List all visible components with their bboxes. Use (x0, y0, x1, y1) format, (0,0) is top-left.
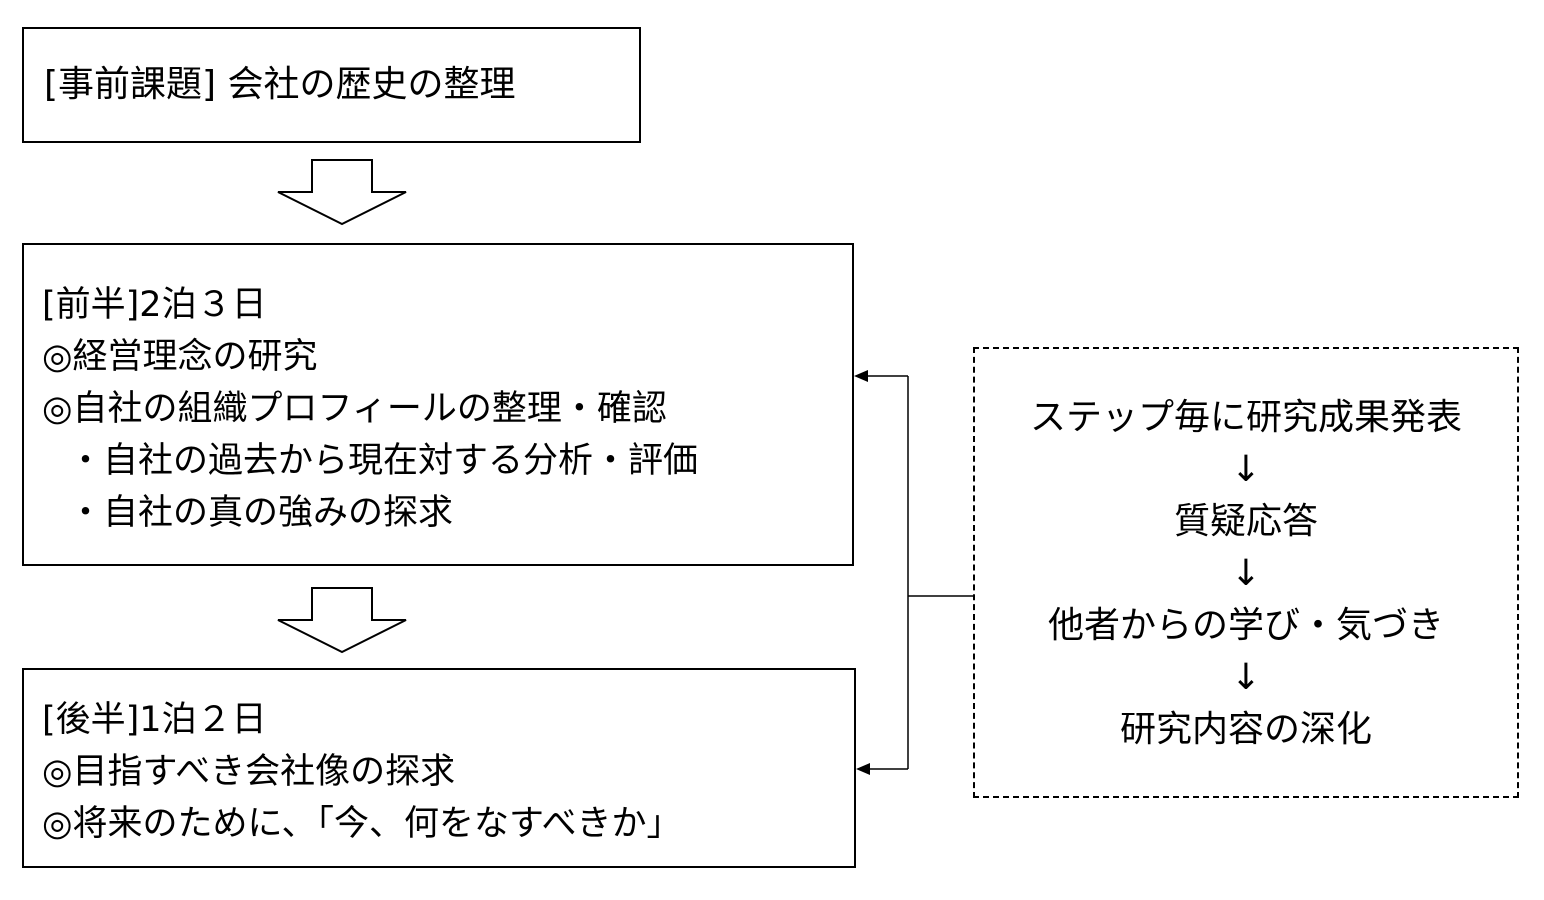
first-half-box: [前半]2泊３日 ◎経営理念の研究 ◎自社の組織プロフィールの整理・確認 ・自社… (22, 243, 854, 566)
second-half-box: [後半]1泊２日 ◎目指すべき会社像の探求 ◎将来のために、「今、何をなすべきか… (22, 668, 856, 868)
cycle-step-deepening: 研究内容の深化 (1119, 709, 1372, 750)
first-half-item: ◎経営理念の研究 (42, 337, 318, 377)
cycle-step-qa: 質疑応答 (1173, 501, 1318, 542)
cycle-step-learning: 他者からの学び・気づき (1047, 605, 1444, 646)
first-half-heading: [前半]2泊３日 (42, 285, 267, 325)
first-half-subitem: ・自社の過去から現在対する分析・評価 (68, 441, 699, 481)
first-half-item: ◎自社の組織プロフィールの整理・確認 (42, 389, 667, 429)
block-down-arrow-icon (277, 159, 407, 226)
second-half-item: ◎目指すべき会社像の探求 (42, 752, 456, 792)
cycle-step-presentation: ステップ毎に研究成果発表 (1029, 397, 1462, 438)
cycle-down-arrow-icon: ↓ (1230, 553, 1262, 594)
arrowhead-left-icon (854, 370, 868, 382)
prework-title: [事前課題] 会社の歴史の整理 (44, 64, 516, 105)
block-down-arrow-icon (277, 587, 407, 654)
first-half-subitem: ・自社の真の強みの探求 (68, 493, 454, 533)
cycle-down-arrow-icon: ↓ (1230, 657, 1262, 698)
prework-box: [事前課題] 会社の歴史の整理 (22, 27, 641, 143)
cycle-down-arrow-icon: ↓ (1230, 449, 1262, 490)
feedback-cycle-box: ステップ毎に研究成果発表 ↓ 質疑応答 ↓ 他者からの学び・気づき ↓ 研究内容… (973, 347, 1519, 798)
arrowhead-left-icon (856, 763, 870, 775)
second-half-item: ◎将来のために、「今、何をなすべきか」 (42, 804, 682, 844)
second-half-heading: [後半]1泊２日 (42, 700, 267, 740)
